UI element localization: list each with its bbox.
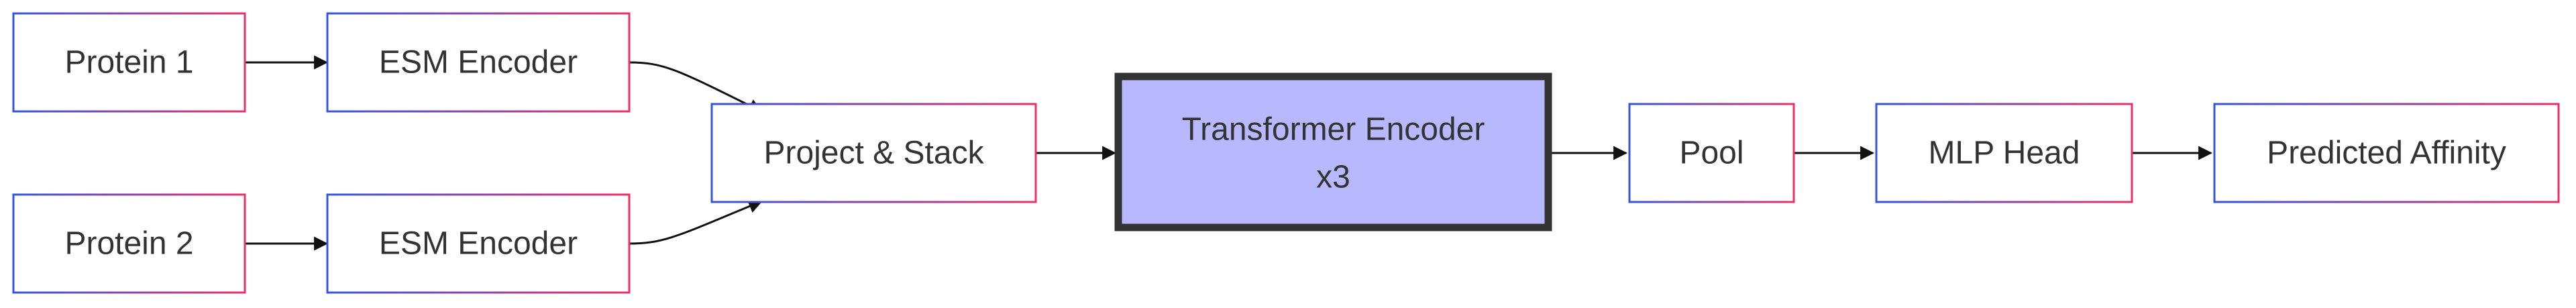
node-transformer-encoder: Transformer Encoder x3	[1114, 72, 1552, 232]
node-esm-encoder-1: ESM Encoder	[326, 12, 631, 113]
edge-esm2-to-project	[629, 199, 763, 245]
node-project-and-stack: Project & Stack	[710, 103, 1037, 203]
node-predicted-affinity: Predicted Affinity	[2213, 103, 2560, 203]
node-esm-encoder-1-label: ESM Encoder	[379, 45, 578, 81]
node-project-and-stack-label: Project & Stack	[763, 136, 984, 171]
node-transformer-encoder-label-line1: Transformer Encoder	[1182, 112, 1485, 148]
node-esm-encoder-2: ESM Encoder	[326, 193, 631, 294]
edges	[245, 55, 2213, 251]
edge-esm1-to-project	[629, 61, 763, 113]
node-protein-1: Protein 1	[12, 12, 246, 113]
node-pool: Pool	[1628, 103, 1795, 203]
node-protein-2-label: Protein 2	[64, 226, 193, 262]
node-protein-1-label: Protein 1	[64, 45, 193, 81]
node-mlp-head-label: MLP Head	[1929, 136, 2080, 171]
node-mlp-head: MLP Head	[1875, 103, 2133, 203]
node-pool-label: Pool	[1679, 136, 1743, 171]
node-esm-encoder-2-label: ESM Encoder	[379, 226, 578, 262]
node-protein-2: Protein 2	[12, 193, 246, 294]
node-transformer-encoder-label-line2: x3	[1316, 160, 1350, 195]
node-predicted-affinity-label: Predicted Affinity	[2267, 136, 2506, 171]
